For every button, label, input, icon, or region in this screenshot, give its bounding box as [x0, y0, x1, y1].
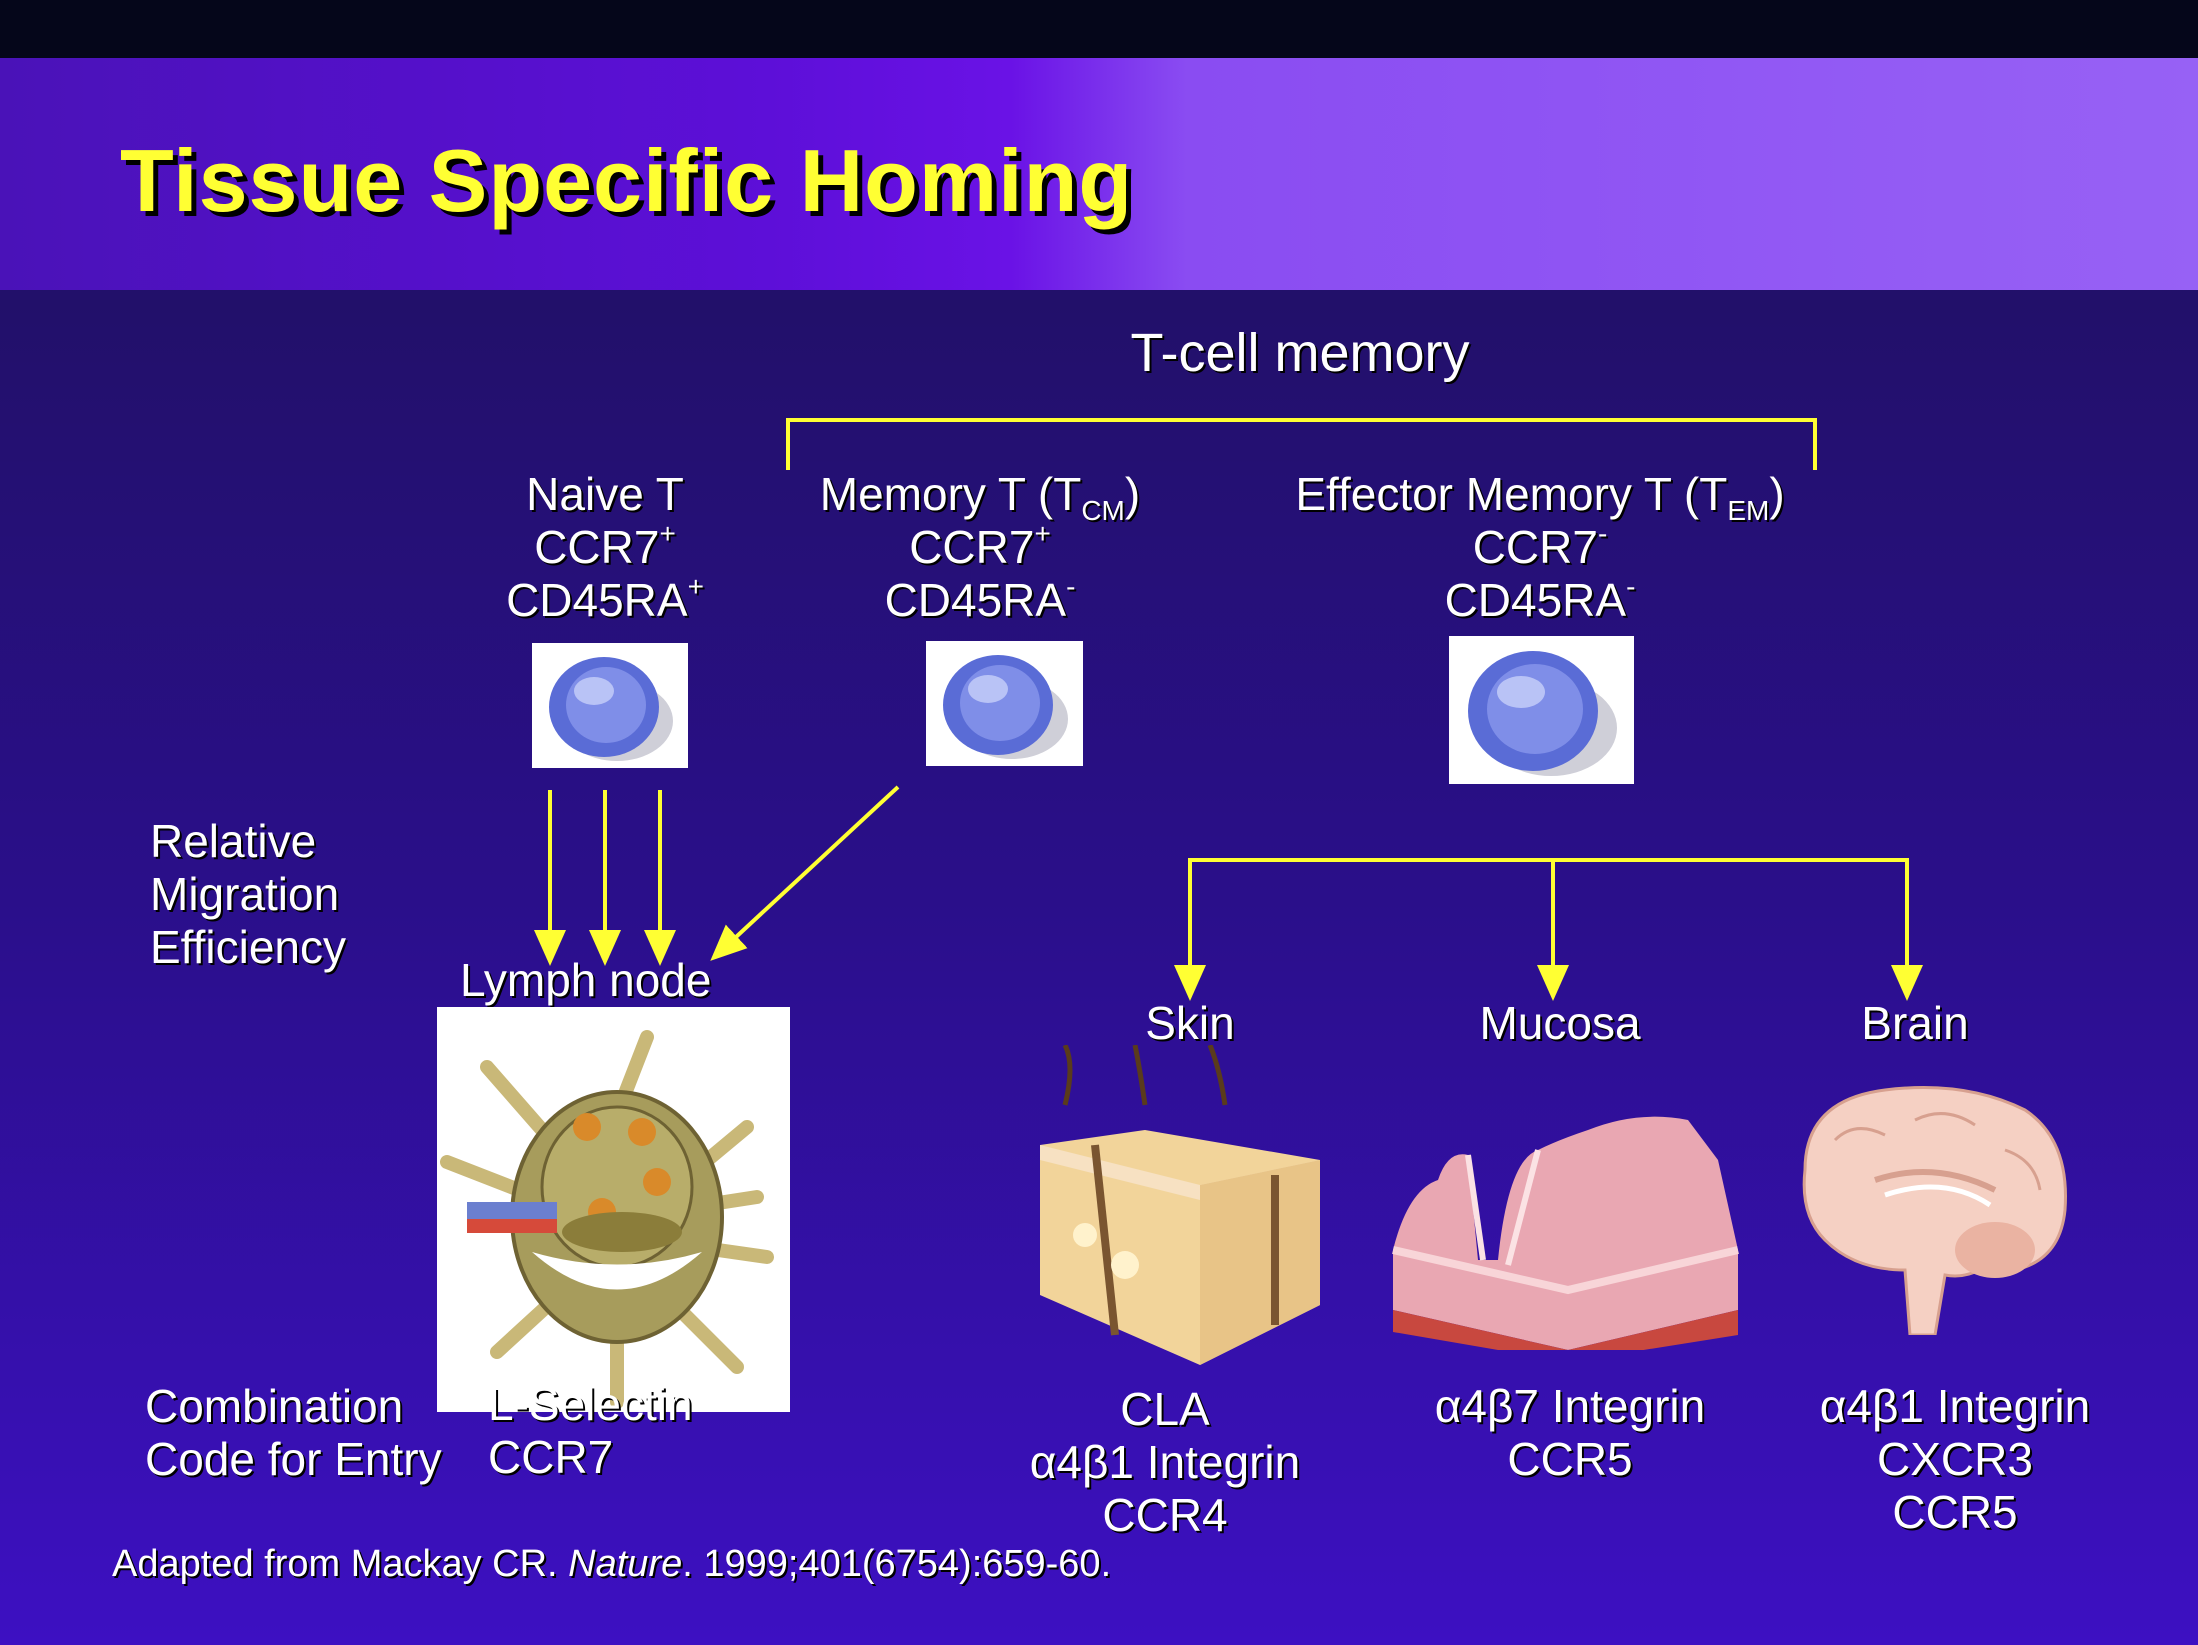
skin-label: Skin: [1145, 997, 1235, 1049]
naive-t-name: Naive T: [526, 468, 684, 520]
tem-label: Effector Memory T (TEM) CCR7- CD45RA-: [1230, 468, 1850, 627]
mucosa-label: Mucosa: [1479, 997, 1641, 1049]
citation: Adapted from Mackay CR. Nature. 1999;401…: [112, 1543, 1112, 1585]
tcm-cell-image: [926, 641, 1083, 766]
skin-codes: CLA α4β1 Integrin CCR4: [1029, 1383, 1301, 1541]
naive-t-marker1: CCR7+: [534, 518, 676, 574]
lymph-node-label: Lymph node: [460, 954, 712, 1006]
memory-bracket: [786, 418, 1817, 470]
tcm-marker1: CCR7+: [909, 518, 1051, 574]
naive-t-label: Naive T CCR7+ CD45RA+: [460, 468, 750, 627]
lymph-node-codes: L-Selectin CCR7: [488, 1378, 693, 1483]
tcm-name: Memory T (TCM): [819, 468, 1141, 526]
tcm-arrow: [710, 785, 900, 961]
mucosa-image: [1388, 1100, 1743, 1362]
mucosa-codes: α4β7 Integrin CCR5: [1434, 1380, 1706, 1485]
naive-t-marker2: CD45RA+: [506, 571, 704, 627]
tem-name: Effector Memory T (TEM): [1295, 468, 1785, 526]
skin-image: [1035, 1043, 1325, 1365]
title-banner: [0, 58, 2198, 290]
tem-marker1: CCR7-: [1472, 518, 1608, 574]
tcm-label: Memory T (TCM) CCR7+ CD45RA-: [770, 468, 1190, 627]
brain-label: Brain: [1861, 997, 1969, 1049]
tem-branch: [1188, 858, 1909, 985]
brain-image: [1795, 1080, 2075, 1337]
slide-title: Tissue Specific Homing: [120, 131, 1134, 230]
memory-bracket-label: T-cell memory: [1130, 323, 1470, 383]
naive-t-cell-image: [532, 643, 688, 768]
lymph-node-image: [437, 1007, 790, 1412]
combination-code-label: Combination Code for Entry: [145, 1380, 442, 1485]
migration-efficiency-label: Relative Migration Efficiency: [150, 815, 347, 973]
tcm-marker2: CD45RA-: [884, 571, 1076, 627]
tem-cell-image: [1449, 636, 1634, 784]
tem-marker2: CD45RA-: [1444, 571, 1636, 627]
brain-codes: α4β1 Integrin CXCR3 CCR5: [1819, 1380, 2091, 1538]
top-bar: [0, 0, 2198, 58]
